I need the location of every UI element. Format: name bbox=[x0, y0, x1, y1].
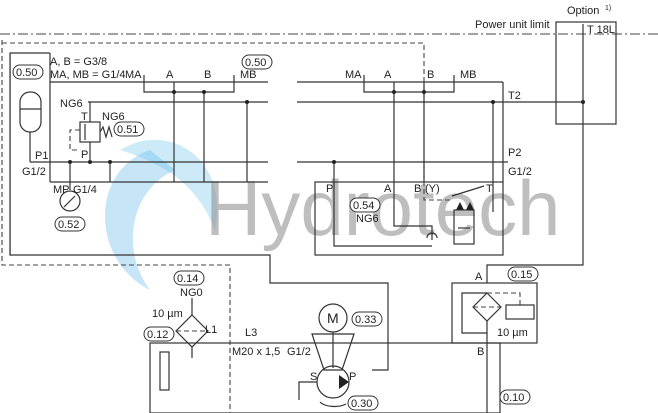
return-line bbox=[486, 24, 584, 283]
gauge-thread: G1/4 bbox=[73, 184, 97, 196]
spec-ab: A, B = G3/8 bbox=[50, 56, 107, 68]
breather-ref: 0.12 bbox=[147, 329, 168, 341]
port-mb-right: MB bbox=[460, 69, 477, 81]
port-mb: MB bbox=[240, 69, 257, 81]
port-p1: P1 bbox=[35, 150, 48, 162]
gauge-ref: 0.52 bbox=[58, 219, 79, 231]
port-p2: P2 bbox=[508, 147, 521, 159]
port-a-right: A bbox=[384, 69, 392, 81]
block-ref: 0.50 bbox=[16, 67, 37, 79]
pump-p: P bbox=[349, 371, 356, 383]
valve-054-b: B bbox=[414, 183, 421, 195]
valve-051-p: P bbox=[81, 149, 88, 161]
valve-054-size: NG6 bbox=[356, 213, 379, 225]
port-p2-thread: G1/2 bbox=[508, 166, 532, 178]
breather-ref-014: 0.14 bbox=[177, 273, 198, 285]
port-m20: M20 x 1,5 bbox=[232, 346, 280, 358]
clogging-indicator-icon bbox=[505, 304, 535, 320]
valve-051-size2: NG6 bbox=[102, 111, 125, 123]
filter-ref: 0.15 bbox=[511, 269, 532, 281]
filter-port-a: A bbox=[475, 271, 483, 283]
power-unit-limit-label: Power unit limit bbox=[475, 19, 550, 31]
valve-054-body bbox=[314, 181, 504, 256]
accumulator-icon bbox=[19, 91, 42, 133]
option-label: Option bbox=[567, 5, 599, 17]
breather-filter-rating: 10 µm bbox=[152, 308, 183, 320]
port-l1: L1 bbox=[205, 324, 217, 336]
valve-051-size: NG6 bbox=[60, 98, 83, 110]
port-b-right: B bbox=[427, 69, 434, 81]
port-a: A bbox=[166, 69, 174, 81]
valve-051-ref: 0.51 bbox=[117, 124, 138, 136]
port-g12: G1/2 bbox=[287, 346, 311, 358]
return-filter-box bbox=[451, 282, 538, 344]
motor-symbol: M bbox=[327, 310, 339, 326]
watermark-text: Hydrotech bbox=[205, 164, 561, 252]
valve-054-ref: 0.54 bbox=[353, 200, 374, 212]
valve-054-a: A bbox=[384, 183, 392, 195]
filter-rating: 10 µm bbox=[497, 327, 528, 339]
port-p1-thread: G1/2 bbox=[22, 166, 46, 178]
motor-ref: 0.33 bbox=[355, 314, 376, 326]
pump-s: S bbox=[310, 371, 317, 383]
port-b: B bbox=[204, 69, 211, 81]
port-ma: MA bbox=[125, 69, 142, 81]
valve-054-y: (Y) bbox=[425, 183, 440, 195]
pressure-valve-icon bbox=[79, 121, 101, 143]
gauge-mp: MP bbox=[53, 184, 70, 196]
valve-051-t: T bbox=[81, 111, 88, 123]
tank-label: T 18L bbox=[587, 24, 615, 36]
tank-ref: 0.10 bbox=[503, 392, 524, 404]
valve-054-p: P bbox=[326, 183, 333, 195]
filter-port-b: B bbox=[477, 346, 484, 358]
pressure-gauge-icon bbox=[59, 190, 81, 212]
tank-outline bbox=[149, 342, 501, 413]
sight-glass-icon bbox=[159, 351, 170, 391]
port-l3: L3 bbox=[245, 327, 257, 339]
valve-054-t: T bbox=[486, 183, 493, 195]
block-ref-2: 0.50 bbox=[245, 57, 266, 69]
port-t2: T2 bbox=[508, 90, 521, 102]
port-ma-right: MA bbox=[345, 69, 362, 81]
spec-ma-mb: MA, MB = G1/4 bbox=[50, 69, 126, 81]
ref-badge bbox=[12, 64, 44, 80]
option-box bbox=[555, 21, 617, 125]
option-footnote: 1) bbox=[605, 5, 611, 12]
breather-ng: NG0 bbox=[180, 287, 203, 299]
assembly-boundary bbox=[1, 40, 231, 413]
pump-ref: 0.30 bbox=[351, 398, 372, 410]
